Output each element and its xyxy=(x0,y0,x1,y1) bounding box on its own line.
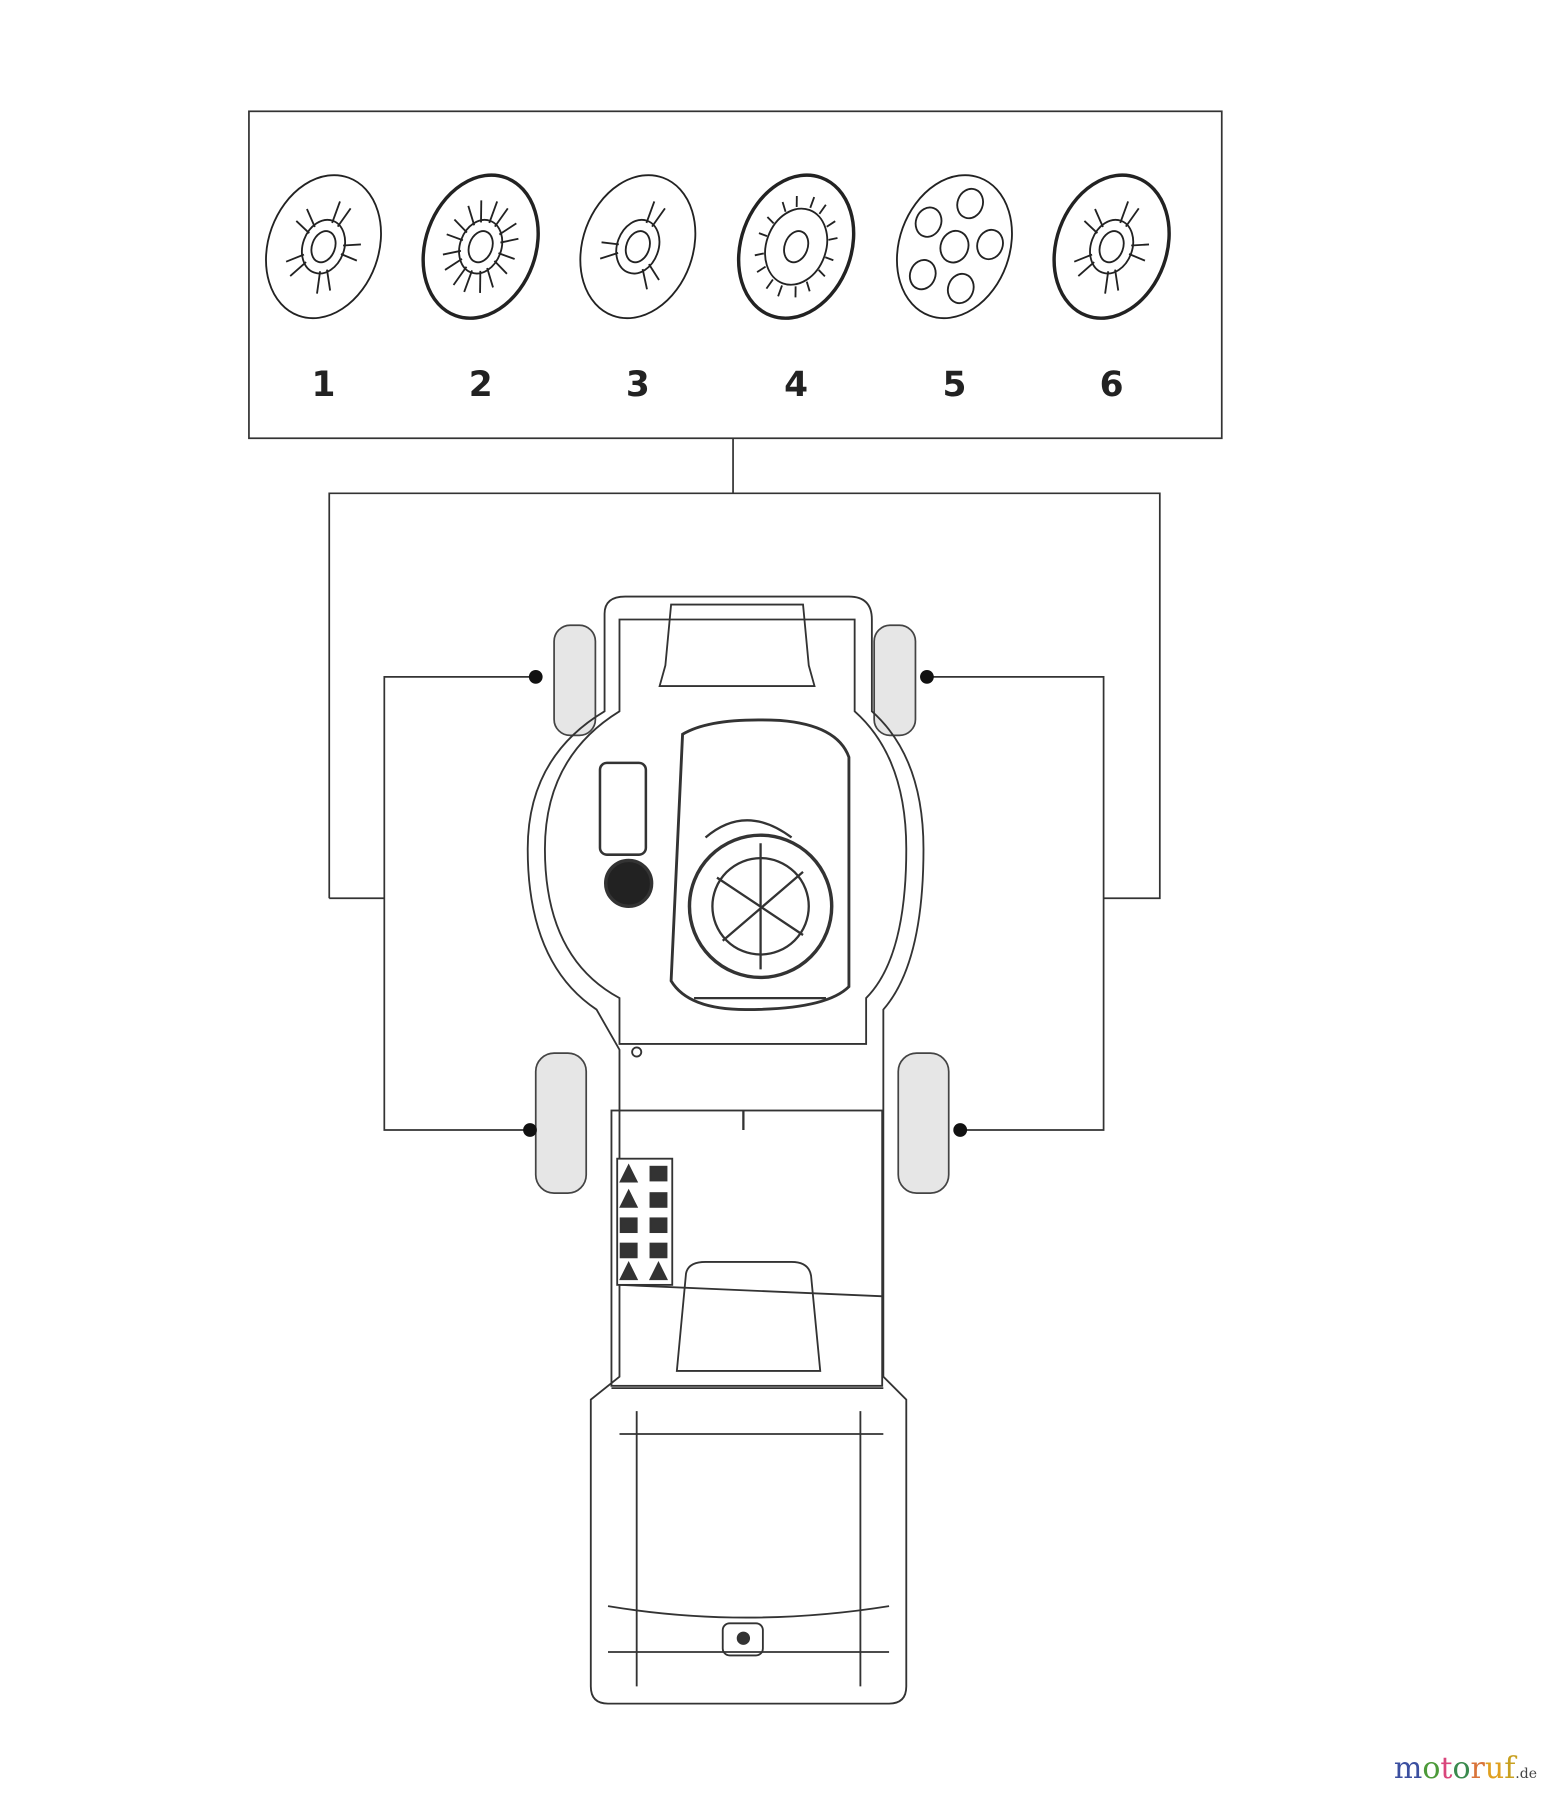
hubcap-label-6: 6 xyxy=(1100,365,1124,405)
connector-lines xyxy=(328,438,1161,1131)
watermark-letter: o xyxy=(1422,1751,1441,1786)
wheels xyxy=(534,624,950,1194)
hubcap-6[interactable] xyxy=(1035,159,1189,335)
wheel-rear-left[interactable] xyxy=(534,1052,588,1194)
connector-dots xyxy=(523,669,968,1137)
hubcap-1[interactable] xyxy=(247,159,401,335)
hubcap-3[interactable] xyxy=(561,159,715,335)
watermark-letter: o xyxy=(1452,1751,1471,1786)
watermark-letter: t xyxy=(1440,1751,1453,1786)
watermark-letter: r xyxy=(1470,1751,1485,1786)
lawnmower xyxy=(526,595,925,1705)
wheel-front-right[interactable] xyxy=(873,624,917,737)
hubcap-label-2: 2 xyxy=(469,365,493,405)
hubcap-label-5: 5 xyxy=(942,365,966,405)
watermark-letter: m xyxy=(1393,1751,1423,1786)
hubcap-4[interactable] xyxy=(719,159,873,335)
hubcap-options-box xyxy=(248,110,1223,440)
hubcap-label-3: 3 xyxy=(626,365,650,405)
watermark-letter: f xyxy=(1504,1751,1516,1786)
motoruf-watermark: motoruf.de xyxy=(1394,1751,1537,1786)
hubcap-label-1: 1 xyxy=(312,365,336,405)
hubcap-5[interactable] xyxy=(878,159,1032,335)
wheel-rear-right[interactable] xyxy=(897,1052,950,1194)
watermark-letter: u xyxy=(1484,1751,1505,1786)
hubcap-label-4: 4 xyxy=(784,365,808,405)
wheel-front-left[interactable] xyxy=(553,624,597,737)
hubcap-2[interactable] xyxy=(404,159,558,335)
watermark-suffix: .de xyxy=(1515,1766,1537,1782)
